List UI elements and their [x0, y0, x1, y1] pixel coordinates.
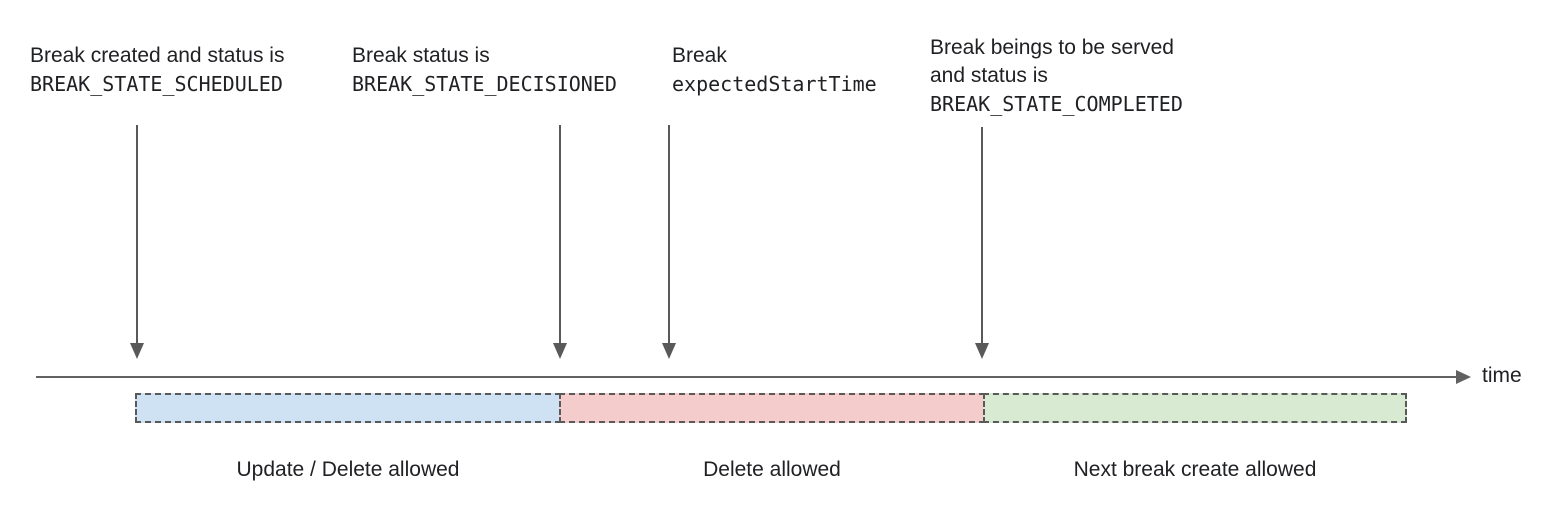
segment-label-delete: Delete allowed: [703, 458, 841, 481]
segment-label-next-create: Next break create allowed: [1073, 458, 1317, 481]
annotation-code-line: BREAK_STATE_DECISIONED: [352, 72, 617, 96]
annotation-line: Break status is: [352, 44, 490, 67]
down-arrow-stem-completed: [981, 127, 983, 343]
time-axis-label: time: [1482, 364, 1522, 387]
annotation-code-line: BREAK_STATE_SCHEDULED: [30, 72, 283, 96]
down-arrow-stem-expected-start: [668, 125, 670, 343]
annotation-code-line: expectedStartTime: [672, 72, 877, 96]
annotation-line: Break beings to be served: [930, 36, 1174, 59]
segment-delete-allowed: [559, 393, 985, 423]
annotation-line: Break: [672, 44, 727, 67]
time-axis-arrow-icon: [1456, 370, 1471, 384]
down-arrow-stem-scheduled: [136, 125, 138, 343]
annotation-break-completed: Break beings to be served and status is …: [930, 34, 1183, 118]
annotation-expected-start-time: Break expectedStartTime: [672, 42, 877, 98]
down-arrow-head-icon: [662, 343, 676, 359]
segment-label-update-delete: Update / Delete allowed: [236, 458, 460, 481]
annotation-line: and status is: [930, 64, 1048, 87]
segment-update-delete-allowed: [135, 393, 561, 423]
down-arrow-head-icon: [975, 343, 989, 359]
time-axis-line: [36, 376, 1458, 378]
down-arrow-stem-decisioned: [559, 125, 561, 343]
down-arrow-head-icon: [130, 343, 144, 359]
down-arrow-head-icon: [553, 343, 567, 359]
annotation-line: Break created and status is: [30, 44, 285, 67]
segment-next-break-create-allowed: [983, 393, 1407, 423]
annotation-code-line: BREAK_STATE_COMPLETED: [930, 92, 1183, 116]
annotation-break-scheduled: Break created and status is BREAK_STATE_…: [30, 42, 284, 98]
annotation-break-decisioned: Break status is BREAK_STATE_DECISIONED: [352, 42, 617, 98]
